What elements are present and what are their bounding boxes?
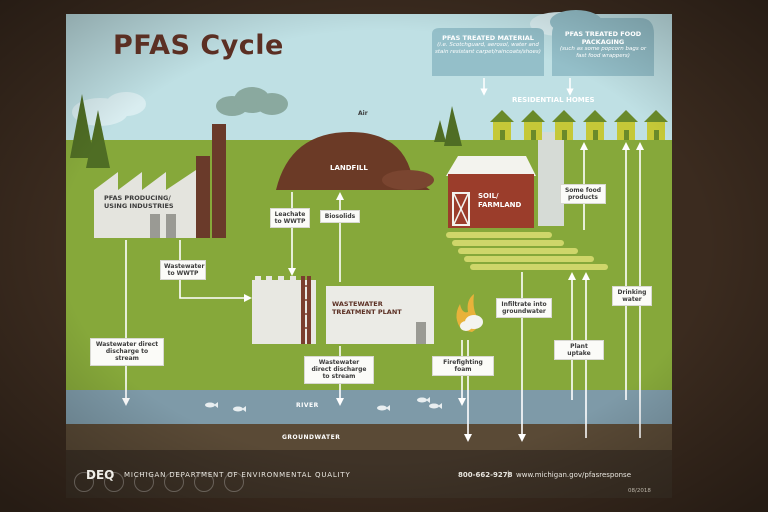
direct-discharge-wwtp-label: Wastewater direct discharge to stream xyxy=(304,356,374,384)
food-packaging-box: PFAS TREATED FOOD PACKAGING (such as som… xyxy=(556,30,650,60)
river-label: RIVER xyxy=(296,402,319,409)
treated-material-heading: PFAS TREATED MATERIAL xyxy=(442,34,534,42)
residential-homes-label: RESIDENTIAL HOMES xyxy=(512,96,595,104)
date-stamp: 08/2018 xyxy=(628,488,651,494)
food-products-label: Some food products xyxy=(560,184,606,205)
infiltrate-label: Infiltrate into groundwater xyxy=(496,298,552,319)
food-packaging-detail: (such as some popcorn bags or fast food … xyxy=(559,46,647,60)
slides-button[interactable] xyxy=(164,472,184,492)
menu-button[interactable] xyxy=(104,472,124,492)
industries-label: PFAS PRODUCING/ USING INDUSTRIES xyxy=(104,194,174,211)
farmland-label: SOIL/ FARMLAND xyxy=(478,192,522,210)
landfill-label: LANDFILL xyxy=(330,164,368,172)
treated-material-detail: (i.e. Scotchguard, aerosol, water and st… xyxy=(435,42,541,55)
prev-slide-button[interactable] xyxy=(74,472,94,492)
zoom-button[interactable] xyxy=(194,472,214,492)
direct-discharge-industry-label: Wastewater direct discharge to stream xyxy=(90,338,164,366)
website-link[interactable]: www.michigan.gov/pfasresponse xyxy=(516,471,632,479)
drinking-water-label: Drinking water xyxy=(612,286,652,307)
diagram-title: PFAS Cycle xyxy=(113,30,284,61)
more-button[interactable] xyxy=(224,472,244,492)
biosolids-label: Biosolids xyxy=(320,210,360,224)
wwtp-label: WASTEWATER TREATMENT PLANT xyxy=(332,300,402,317)
plant-uptake-label: Plant uptake xyxy=(554,340,604,361)
phone-number: 800-662-9278 xyxy=(458,471,513,479)
firefighting-foam-label: Firefighting foam xyxy=(432,356,494,377)
footer-separator: | xyxy=(507,470,510,478)
wastewater-to-wwtp-label: Wastewater to WWTP xyxy=(160,260,206,281)
food-packaging-heading: PFAS TREATED FOOD PACKAGING xyxy=(564,30,642,47)
air-label: Air xyxy=(358,110,368,117)
groundwater-label: GROUNDWATER xyxy=(282,434,341,441)
treated-material-box: PFAS TREATED MATERIAL (i.e. Scotchguard,… xyxy=(434,34,542,56)
pen-button[interactable] xyxy=(134,472,154,492)
leachate-label: Leachate to WWTP xyxy=(270,208,310,229)
